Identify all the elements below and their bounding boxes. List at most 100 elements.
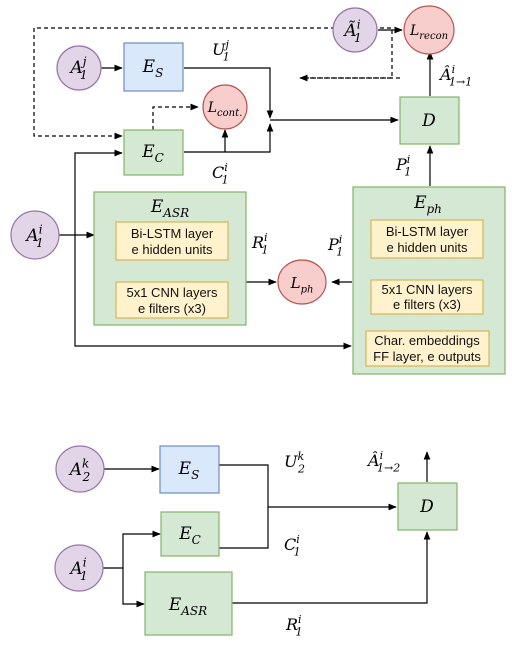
math-superscript: j <box>80 54 87 68</box>
b-node-d: D <box>397 482 458 531</box>
node-lrecon: Lrecon <box>403 5 455 55</box>
math-superscript: i <box>83 555 87 569</box>
b-node-es-label: ES <box>178 459 200 482</box>
eph-char-block: Char. embeddings FF layer, e outputs <box>365 330 490 367</box>
node-lph: Lph <box>277 259 327 305</box>
math-superscript: i <box>264 231 268 244</box>
math-subscript: S <box>191 468 199 482</box>
node-easr-label: EASR <box>150 197 189 220</box>
b-node-d-label: D <box>419 497 434 517</box>
math-subscript: 1 <box>80 569 88 583</box>
math-subscript: ASR <box>180 604 207 618</box>
math-base: L <box>409 23 419 39</box>
math-superscript: i <box>407 153 411 166</box>
b-split-to-easr-arrow <box>122 568 145 608</box>
eph-char-line1: Char. embeddings <box>374 333 480 348</box>
math-base: Ã <box>342 20 356 41</box>
math-base: D <box>419 497 434 517</box>
math-subscript: ASR <box>162 206 189 220</box>
math-subscript: C <box>155 151 164 165</box>
math-base: E <box>150 197 164 217</box>
node-easr: EASR Bi-LSTM layer e hidden units 5x1 CN… <box>93 191 247 326</box>
math-superscript: i <box>452 63 456 76</box>
math-base: L <box>290 274 301 292</box>
math-subscript: 1 <box>80 68 88 82</box>
math-subscript: 1 <box>295 626 302 639</box>
node-eph: Eph Bi-LSTM layer e hidden units 5x1 CNN… <box>352 186 506 375</box>
top-connectors <box>33 26 434 350</box>
math-superscript: i <box>224 161 228 174</box>
b-node-easr: EASR <box>144 571 233 636</box>
eph-cnn-line1: 5x1 CNN layers <box>381 282 473 297</box>
math-superscript: k <box>82 456 89 470</box>
math-subscript: 1→2 <box>377 462 400 475</box>
math-subscript: 1 <box>336 246 343 259</box>
eph-char-line2: FF layer, e outputs <box>373 349 481 364</box>
easr-lstm-block: Bi-LSTM layer e hidden units <box>115 221 229 261</box>
b-node-es: ES <box>159 445 220 494</box>
eph-lstm-block: Bi-LSTM layer e hidden units <box>370 219 484 259</box>
b-node-easr-label: EASR <box>168 595 207 618</box>
ec-to-lcont-arrow <box>152 103 199 130</box>
math-subscript: 1→1 <box>449 76 472 89</box>
math-subscript: 1 <box>36 236 44 250</box>
math-base: R <box>251 233 264 252</box>
eph-lstm-line2: e hidden units <box>387 240 468 255</box>
math-superscript: i <box>296 533 300 546</box>
math-subscript: S <box>155 66 163 80</box>
bottom-connectors <box>101 451 431 608</box>
node-lrecon-label: Lrecon <box>409 23 448 42</box>
math-base: E <box>178 459 192 479</box>
math-superscript: j <box>222 38 229 51</box>
node-ec: EC <box>123 129 184 176</box>
math-subscript: cont. <box>217 108 242 119</box>
node-lph-label: Lph <box>290 274 314 296</box>
b-split-to-ec-arrow <box>122 530 161 568</box>
easr-lstm-line2: e hidden units <box>132 242 213 257</box>
math-base: L <box>207 100 217 116</box>
node-es-label: ES <box>142 57 164 80</box>
math-superscript: k <box>297 450 304 463</box>
math-base: U <box>212 40 226 59</box>
math-base: A <box>68 460 82 480</box>
math-base: A <box>68 559 82 579</box>
eph-cnn-line2: e filters (x3) <box>393 297 461 312</box>
es-to-merge-line <box>184 67 274 119</box>
math-base: E <box>178 524 192 544</box>
eph-lstm-line1: Bi-LSTM layer <box>386 224 469 239</box>
math-base: A <box>24 226 38 246</box>
easr-cnn-line1: 5x1 CNN layers <box>126 285 218 300</box>
math-subscript: 1 <box>222 174 229 187</box>
math-subscript: 1 <box>261 244 268 257</box>
dashed-feedback-loop <box>33 27 393 136</box>
math-subscript: C <box>192 533 201 547</box>
math-subscript: ph <box>427 202 442 216</box>
math-superscript: i <box>39 222 43 236</box>
math-base: E <box>168 595 182 615</box>
b-easr-to-d-arrow <box>232 531 431 604</box>
math-subscript: 1 <box>354 31 362 45</box>
math-base: Â <box>438 64 452 84</box>
b-node-ec-label: EC <box>178 524 201 547</box>
math-base: P <box>395 155 407 174</box>
math-base: D <box>421 111 436 131</box>
node-ec-label: EC <box>141 142 164 165</box>
math-superscript: i <box>380 449 384 462</box>
easr-cnn-block: 5x1 CNN layers e filters (x3) <box>115 281 229 319</box>
